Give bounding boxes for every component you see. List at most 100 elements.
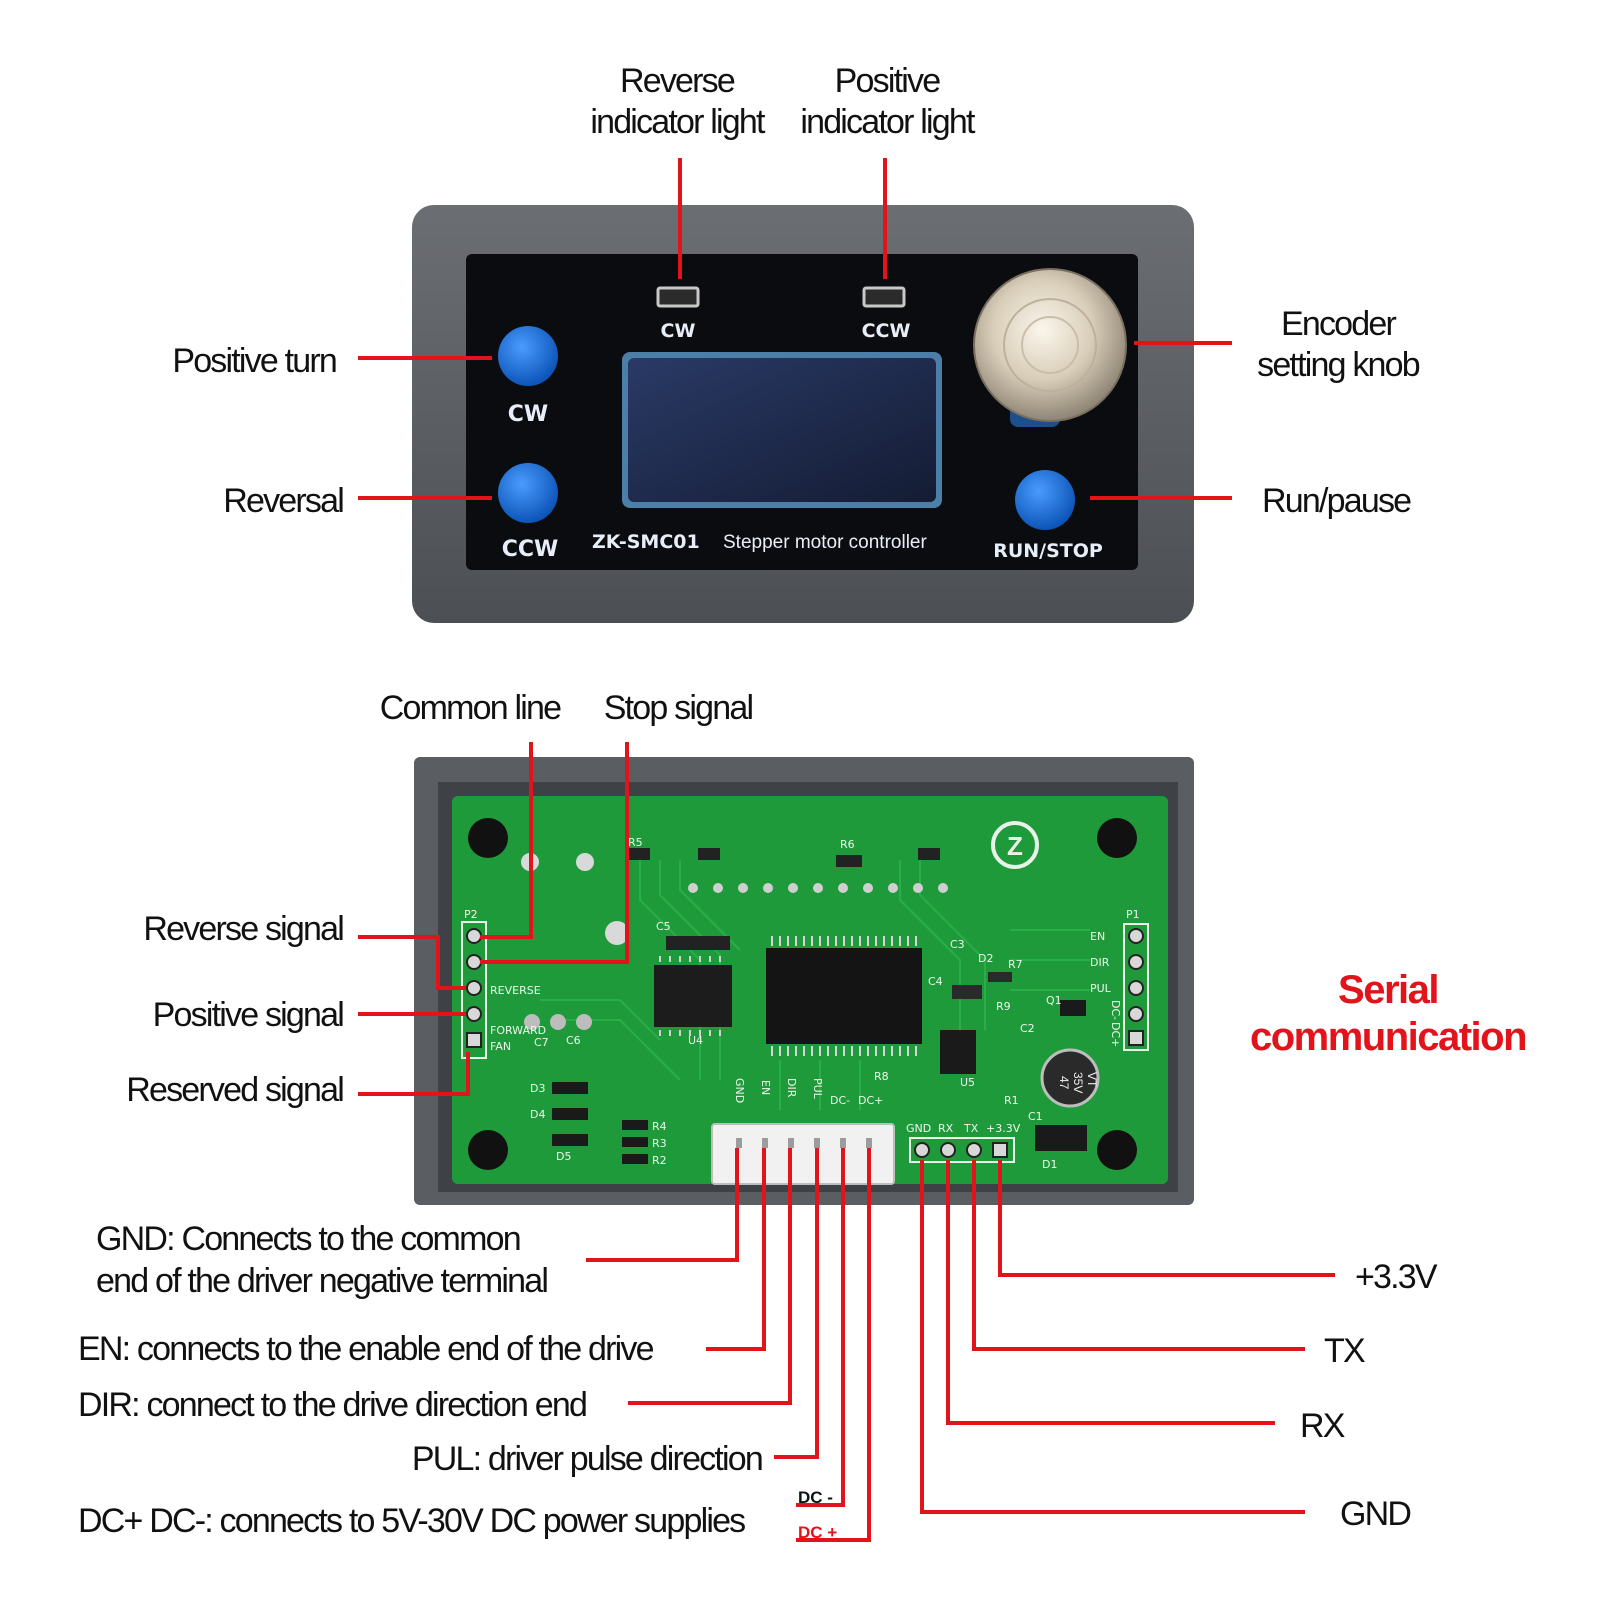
callout-line-dir-desc [628, 1148, 792, 1405]
header-en-label: EN [759, 1080, 772, 1095]
resistor-r4 [622, 1120, 648, 1130]
designator-r1: R1 [1004, 1094, 1019, 1107]
serial-communication-title-line2: communication [1250, 1015, 1526, 1059]
ccw-led-label: CCW [862, 320, 911, 342]
designator-u5: U5 [960, 1076, 975, 1089]
p2-reverse-label: REVERSE [490, 984, 541, 997]
p1-dir-label: DIR [1090, 956, 1110, 969]
mounting-hole-br [1097, 1130, 1137, 1170]
smd-part [988, 972, 1012, 982]
capacitor-series: VT [1085, 1072, 1099, 1088]
smd-part [698, 848, 720, 860]
led-pad [576, 1014, 592, 1030]
smd-part [628, 848, 650, 860]
serial-tx-label: TX [963, 1122, 979, 1135]
callout-line-rx [946, 1160, 1275, 1425]
plus-3v3-label: +3.3V [1355, 1258, 1438, 1296]
positive-turn-label: Positive turn [172, 342, 336, 380]
cw-indicator-led [656, 286, 700, 308]
reversal-label: Reversal [223, 482, 343, 520]
p1-pin [1128, 954, 1144, 970]
motor-driver-connector [711, 1123, 895, 1185]
reverse-indicator-label-line2: indicator light [590, 103, 766, 141]
designator-r6: R6 [840, 838, 855, 851]
smd-part [1060, 1000, 1086, 1016]
run-stop-button-label: RUN/STOP [993, 540, 1103, 562]
cw-button[interactable] [498, 326, 558, 386]
front-callout-lines [358, 158, 1232, 500]
common-line-label: Common line [380, 689, 561, 727]
p2-pin [466, 928, 482, 944]
brand-logo-glyph: Z [1007, 831, 1023, 861]
electrolytic-capacitor [1040, 1048, 1100, 1108]
ccw-button[interactable] [498, 463, 558, 523]
diode-d3 [552, 1082, 588, 1094]
p1-label: P1 [1126, 908, 1140, 921]
designator-c3: C3 [950, 938, 965, 951]
regulator-u5 [940, 1030, 976, 1074]
callout-line-common-line [480, 742, 533, 939]
smd-part [918, 848, 940, 860]
run-pause-label: Run/pause [1262, 482, 1411, 520]
run-stop-button[interactable] [1015, 470, 1075, 530]
designator-d3: D3 [530, 1082, 545, 1095]
header-gnd-label: GND [733, 1078, 746, 1103]
component-designators: R5 R6 C5 C3 D2 R7 C4 R9 C2 Q1 U4 C7 C6 D… [530, 836, 1062, 1171]
brand-logo-icon [991, 821, 1039, 869]
diode-d4 [552, 1108, 588, 1120]
designator-c2: C2 [1020, 1022, 1035, 1035]
header-dcplus-label: DC+ [858, 1094, 883, 1107]
serial-pin-3v3 [992, 1142, 1008, 1158]
dc-plus-tag: DC + [798, 1523, 837, 1542]
p1-dcminus-label: DC- [1109, 1000, 1122, 1020]
panel-model: ZK-SMC01 [592, 531, 700, 553]
smd-part [952, 985, 982, 999]
knob-cap-ring-inner [1021, 316, 1079, 374]
callout-line-stop-signal [480, 742, 629, 964]
p1-pin-square [1128, 1030, 1144, 1046]
resistor-r3 [622, 1137, 648, 1147]
reserved-signal-label: Reserved signal [126, 1071, 343, 1109]
p1-pin [1128, 1006, 1144, 1022]
designator-d2: D2 [978, 952, 993, 965]
en-desc-label: EN: connects to the enable end of the dr… [78, 1330, 654, 1368]
header-dcminus-label: DC- [830, 1094, 850, 1107]
callout-line-reverse-signal [358, 935, 466, 990]
diode-d5 [552, 1134, 588, 1146]
callout-line-tx [972, 1160, 1305, 1351]
ccw-indicator-led [862, 286, 906, 308]
p1-dcplus-label: DC+ [1109, 1022, 1122, 1047]
led-header-pins [688, 883, 948, 893]
serial-pin-rx [940, 1142, 956, 1158]
front-callouts: Reverse indicator light Positive indicat… [172, 62, 1421, 520]
knob-cap-ring [1003, 298, 1097, 392]
positive-indicator-label-line2: indicator light [800, 103, 976, 141]
designator-c6: C6 [566, 1034, 581, 1047]
serial-3v3-label: +3.3V [986, 1122, 1021, 1135]
p1-pin [1128, 980, 1144, 996]
back-callout-lines [358, 742, 1335, 1542]
designator-d1: D1 [1042, 1158, 1057, 1171]
pul-desc-label: PUL: driver pulse direction [412, 1440, 762, 1478]
back-device: Z [414, 757, 1194, 1205]
gnd-desc-label: GND: Connects to the common [96, 1220, 520, 1258]
encoder-knob-label: Encoder [1281, 305, 1397, 343]
p1-pul-label: PUL [1090, 982, 1112, 995]
mounting-hole-tl [468, 818, 508, 858]
callout-line-en-desc [706, 1148, 766, 1351]
solder-pad [576, 853, 594, 871]
p2-forward-label: FORWARD [490, 1024, 546, 1037]
capacitor-voltage: 35V [1071, 1072, 1085, 1093]
dir-desc-label: DIR: connect to the drive direction end [78, 1386, 586, 1424]
encoder-knob[interactable] [973, 268, 1127, 422]
designator-r7: R7 [1008, 958, 1023, 971]
motor-driver-connector-pins [736, 1138, 872, 1148]
designator-d4: D4 [530, 1108, 545, 1121]
p2-pin [466, 1006, 482, 1022]
callout-line-dc-plus [796, 1148, 871, 1542]
tx-label: TX [1324, 1332, 1365, 1370]
serial-communication-title: Serial [1338, 968, 1438, 1012]
serial-rx-label: RX [938, 1122, 954, 1135]
serial-gnd-label: GND [906, 1122, 931, 1135]
